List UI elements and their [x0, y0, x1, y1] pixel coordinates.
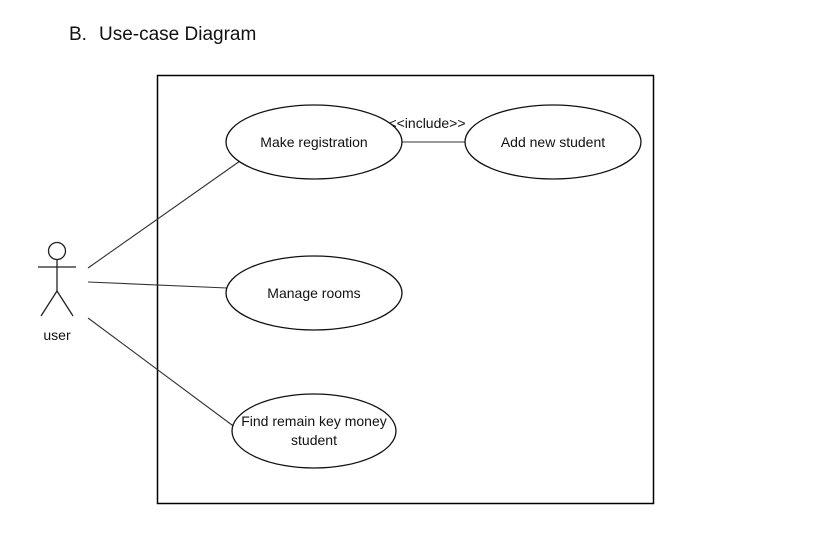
section-number: B.	[69, 24, 87, 45]
actor-user	[38, 241, 76, 317]
use-case-label: Make registration	[260, 134, 367, 150]
use-case-ellipse	[231, 393, 397, 469]
use-case-label: Manage rooms	[267, 285, 360, 301]
use-case-manage-rooms: Manage rooms	[225, 255, 403, 331]
actor-left-leg	[40, 290, 58, 317]
association-manage-rooms	[87, 281, 228, 289]
actor-right-leg	[56, 290, 74, 317]
use-case-add-new-student: Add new student	[464, 104, 642, 180]
actor-label: user	[43, 327, 71, 343]
use-case-make-registration: Make registration	[225, 104, 403, 180]
include-label: <<include>>	[388, 115, 465, 131]
use-case-label-line-1: Find remain key money	[241, 413, 387, 429]
use-case-ellipse	[464, 104, 642, 180]
association-find-remain-key-money	[87, 317, 237, 429]
actor-head	[47, 241, 67, 261]
use-case-label: Add new student	[501, 134, 605, 150]
use-case-ellipse	[225, 255, 403, 331]
section-heading: B. Use-case Diagram	[69, 24, 256, 46]
association-make-registration	[87, 160, 241, 269]
use-case-find-remain-key-money-student: Find remain key money student	[231, 393, 397, 469]
use-case-label-line-2: student	[291, 432, 337, 448]
use-case-ellipse	[225, 104, 403, 180]
system-boundary	[156, 74, 655, 505]
section-title: Use-case Diagram	[99, 24, 257, 45]
